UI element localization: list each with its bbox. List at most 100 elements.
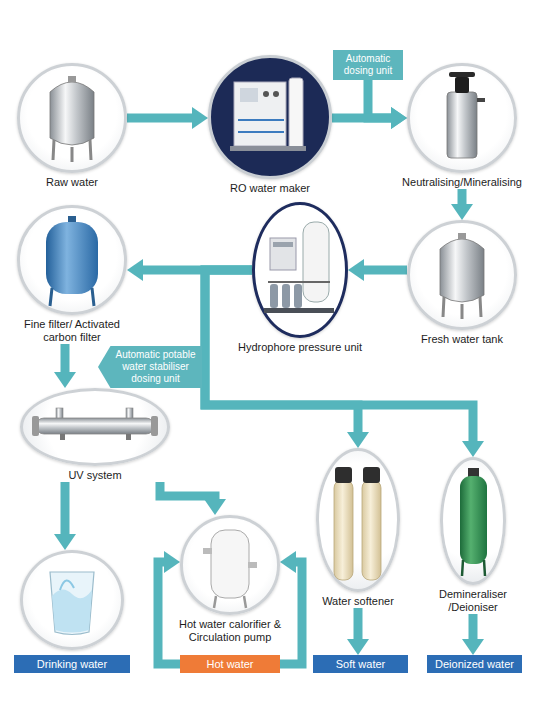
equipment-circle: RO water maker [208,55,332,195]
softener-vessels [334,467,381,580]
uv-foot [60,434,65,440]
equipment-label: Fine filter/ Activated carbon filter [10,318,135,344]
flow-arrow [458,189,467,208]
glass-water [52,589,92,632]
flow-arrow [61,482,70,538]
calorifier-legs [214,596,246,608]
calorifier-nozzle [248,562,257,568]
equipment-oval: Water softener [316,448,400,608]
equipment-circle: Hot water calorifier & Circulation pump [180,515,280,644]
output-band: Deionized water [427,655,522,673]
circle-outline [17,63,127,173]
carbon-filter-vessel [46,216,98,306]
tank-legs [443,297,481,319]
ro-machine [230,78,306,151]
control-valve [455,77,469,93]
box-text: Automatic dosing unit [337,53,399,77]
equipment-label: UV system [0,469,195,482]
flow-arrow [280,562,302,664]
circle-outline [407,63,517,173]
raw-water-tank [50,76,94,162]
dosing-box: Automatic dosing unit [333,50,403,80]
ro-pipes [238,120,284,132]
tank-fitting [458,233,466,239]
vessel-body [460,476,487,564]
tank-body [440,239,484,302]
filter-nozzle [68,216,76,224]
circle-outline [208,55,332,179]
output-band: Hot water [180,655,280,673]
band-text: Hot water [180,655,280,673]
pump [294,284,302,308]
flow-arrow [127,114,196,123]
uv-chamber [36,418,154,434]
dosing-pointer-box: Automatic potable water stabiliser dosin… [98,346,202,388]
equipment-oval: Demineraliser /Deioniser [440,457,506,614]
softener-vessel [334,480,353,580]
circle-outline [20,550,124,650]
flow-arrow [160,482,215,503]
uv-end-cap [151,416,158,436]
demineraliser-vessel [460,468,487,576]
equipment-circle: Fine filter/ Activated carbon filter [17,205,127,344]
ro-frame [234,82,286,146]
flow-arrow [332,114,395,123]
calorifier-body [211,530,249,598]
calorifier-nozzle [203,548,212,554]
equipment-label: Demineraliser /Deioniser [428,588,518,614]
equipment-circle: Raw water [17,63,127,189]
circle-outline [180,515,280,615]
softener-head [363,467,380,483]
pump [270,284,278,308]
tank-body [50,82,94,145]
softener-head [335,467,352,483]
oval-outline [20,388,170,466]
output-band: Soft water [313,655,408,673]
output-band: Drinking water [14,655,130,673]
manifold-pipe [268,281,330,283]
glass-outline [50,572,94,635]
ro-cylinder [289,78,303,150]
equipment-label: Fresh water tank [382,333,541,346]
oval-outline [316,448,400,592]
equipment-circle: Drinking water [20,550,124,673]
vessel-legs [462,560,485,576]
pump [282,284,290,308]
control-box [270,238,296,270]
uv-port [126,408,133,419]
calorifier-tank [203,530,257,608]
ro-gauge [273,91,279,97]
equipment-circle: Fresh water tank [407,220,517,346]
equipment-label: Hot water calorifier & Circulation pump [165,618,295,644]
tank-legs [53,140,91,162]
filter-legs [50,288,94,306]
equipment-oval: UV system [20,388,170,482]
flow-arrow [61,344,70,376]
ro-panel [240,88,258,102]
softener-vessel [362,480,381,580]
equipment-label: Neutralising/Mineralising [387,176,537,189]
control-strip [273,242,293,247]
fresh-water-tank-art [440,233,484,319]
neutraliser-vessel [447,72,485,158]
flow-arrow [354,608,363,643]
uv-port [56,408,63,419]
pressure-tank [303,222,329,302]
uv-foot [126,434,131,440]
vessel-pipe [477,98,485,102]
hydrophore-unit [264,222,334,313]
band-text: Deionized water [427,655,522,673]
vessel-head [468,468,479,477]
skid-base [264,308,334,313]
valve-cap [449,72,475,77]
equipment-label: Raw water [0,176,152,189]
band-text: Soft water [313,655,408,673]
flow-arrow [360,266,407,275]
box-text: Automatic potable water stabiliser dosin… [112,349,199,385]
circle-outline [407,220,517,330]
water-splash [60,580,74,590]
equipment-circle: Neutralising/Mineralising [407,63,517,189]
flow-arrow [368,80,395,118]
